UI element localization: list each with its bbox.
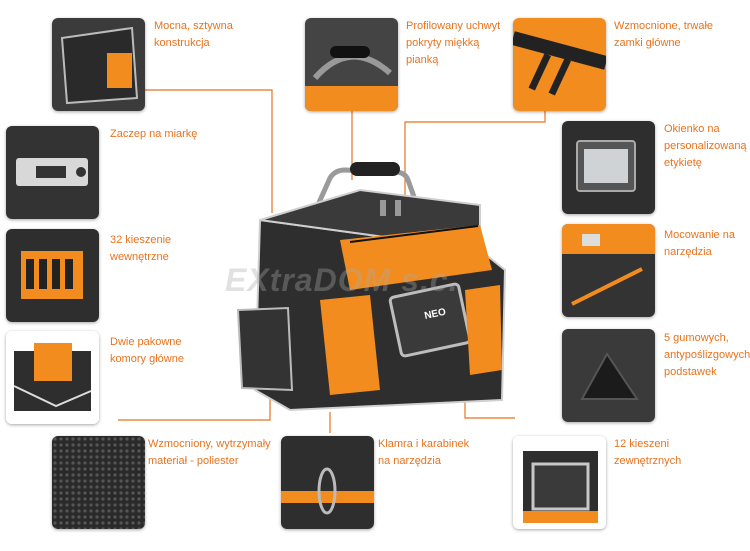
feature-label-rigid: Mocna, sztywna konstrukcja — [154, 20, 233, 49]
feature-label-tape-clip: Zaczep na miarkę — [110, 128, 198, 140]
feature-label-outer-pockets: 12 kieszeni zewnętrznych — [614, 438, 682, 467]
feature-label-compartments: Dwie pakowne komory główne — [110, 336, 184, 365]
tool-mount-photo — [562, 224, 655, 317]
rubber-foot-photo — [562, 329, 655, 422]
open-compartments-photo — [6, 331, 99, 424]
feature-label-polyester: Wzmocniony, wytrzymały materiał - polies… — [148, 438, 271, 467]
feature-label-feet: 5 gumowych, antypoślizgowych podstawek — [664, 332, 750, 378]
feature-label-zippers: Wzmocnione, trwałe zamki główne — [614, 20, 714, 49]
inner-pockets-photo — [6, 229, 99, 322]
feature-label-inner-pockets: 32 kieszenie wewnętrzne — [110, 234, 172, 263]
feature-label-label-window: Okienko na personalizowaną etykietę — [664, 123, 747, 169]
outer-pockets-photo — [513, 436, 606, 529]
feature-label-tool-mount: Mocowanie na narzędzia — [664, 229, 735, 258]
feature-label-handle: Profilowany uchwyt pokryty miękką pianką — [406, 20, 501, 66]
tool-bag-main-image: NEO — [236, 162, 507, 412]
bag-corner-photo — [52, 18, 145, 111]
watermark: EXtraDOM s.c. — [225, 262, 459, 298]
tape-clip-photo — [6, 126, 99, 219]
brand-logo: NEO — [423, 307, 447, 322]
polyester-fabric-photo — [52, 436, 145, 529]
feature-label-carabiner: Klamra i karabinek na narzędzia — [378, 438, 470, 467]
label-window-photo — [562, 121, 655, 214]
foam-handle-photo — [305, 18, 398, 111]
carabiner-photo — [281, 436, 374, 529]
zipper-pulls-photo — [513, 18, 606, 111]
